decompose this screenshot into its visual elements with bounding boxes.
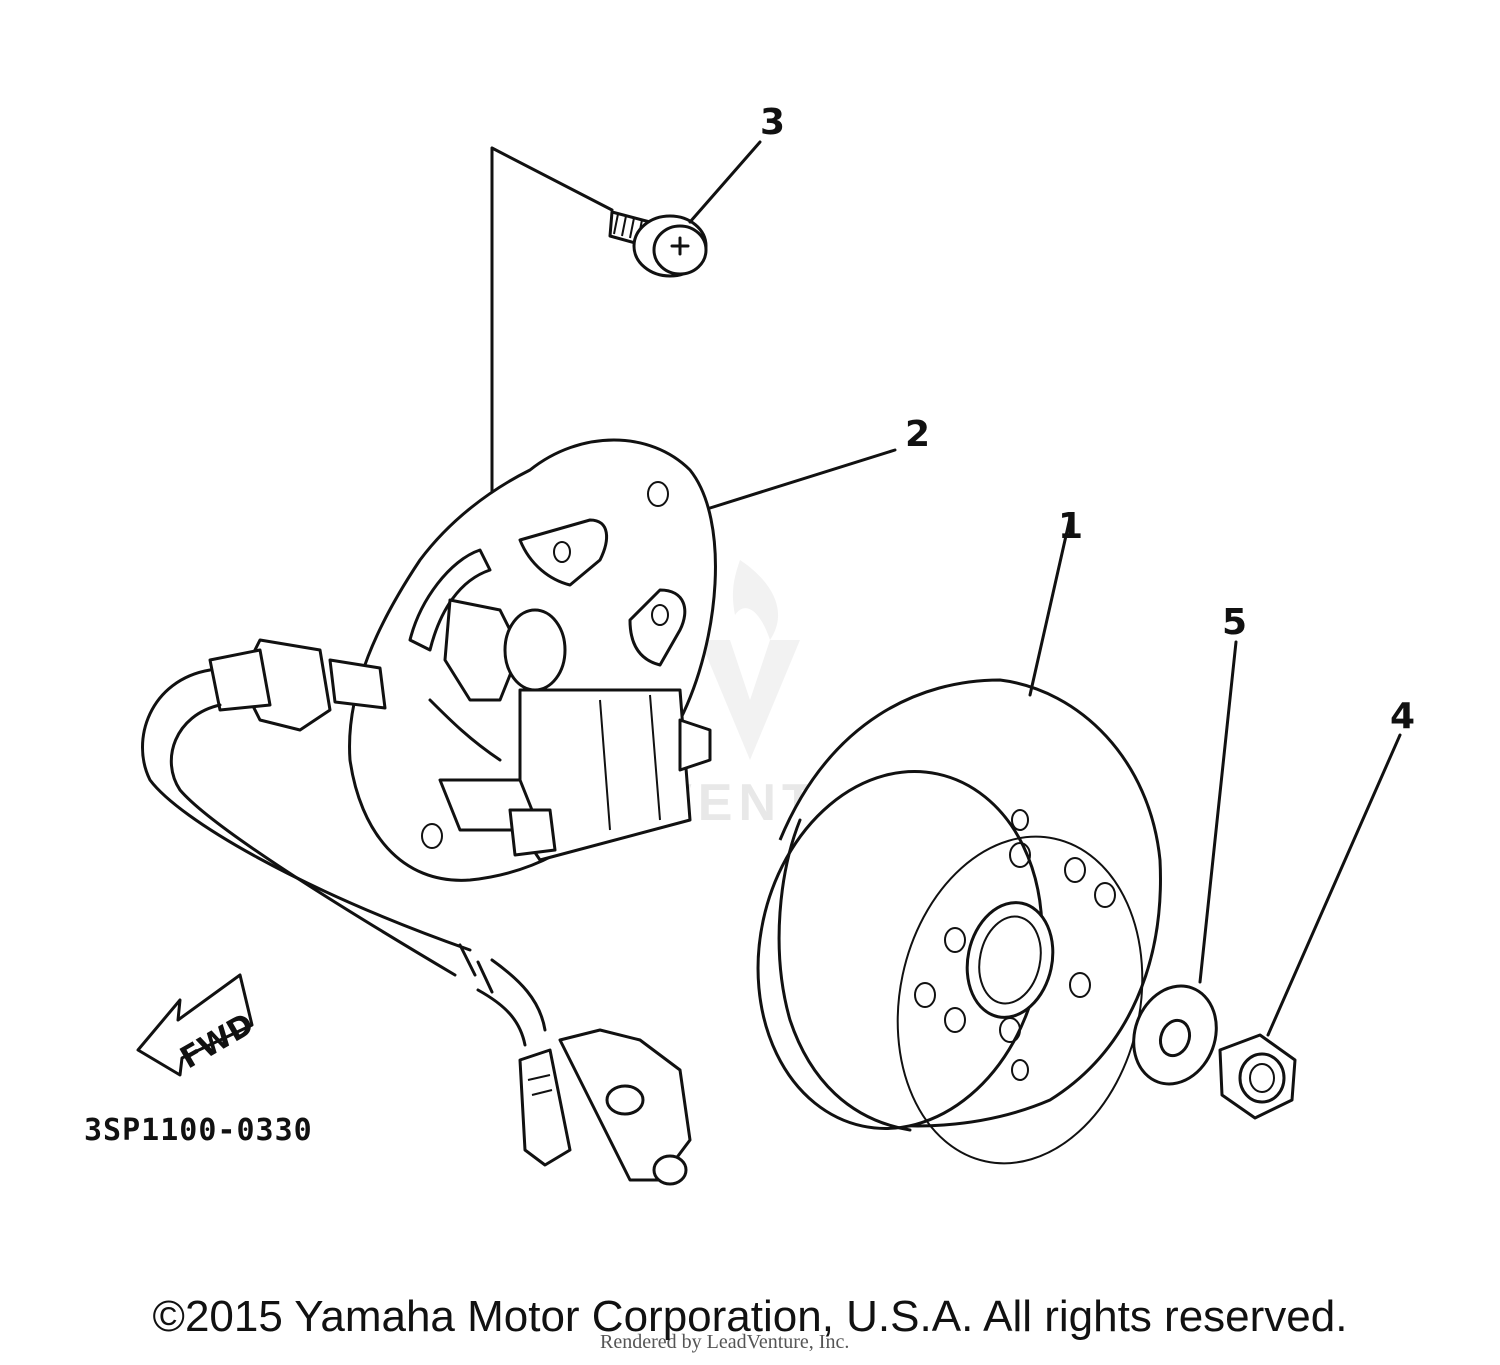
callout-3: 3 (760, 102, 785, 143)
callout-5: 5 (1222, 602, 1247, 643)
part-4-nut (1218, 1033, 1297, 1120)
leader-line-4 (1266, 733, 1402, 1037)
callout-4: 4 (1390, 696, 1415, 737)
part-2-stator-assembly (141, 438, 717, 1186)
part-5-washer (1132, 984, 1218, 1086)
rendered-by-text: Rendered by LeadVenture, Inc. (600, 1331, 849, 1353)
leader-line-3 (688, 140, 762, 224)
figure-code: 3SP1100-0330 (84, 1113, 313, 1148)
callout-1: 1 (1058, 506, 1083, 547)
leader-line-1 (1028, 516, 1072, 697)
leader-line-2 (708, 448, 897, 510)
leader-line-5 (1198, 640, 1238, 984)
part-3-screw (608, 210, 708, 278)
callout-2: 2 (905, 414, 930, 455)
fwd-arrow-icon: FWD (136, 973, 260, 1077)
copyright-notice: ©2015 Yamaha Motor Corporation, U.S.A. A… (152, 1292, 1348, 1341)
part-1-flywheel-rotor (756, 678, 1162, 1165)
watermark-logo (700, 560, 800, 760)
